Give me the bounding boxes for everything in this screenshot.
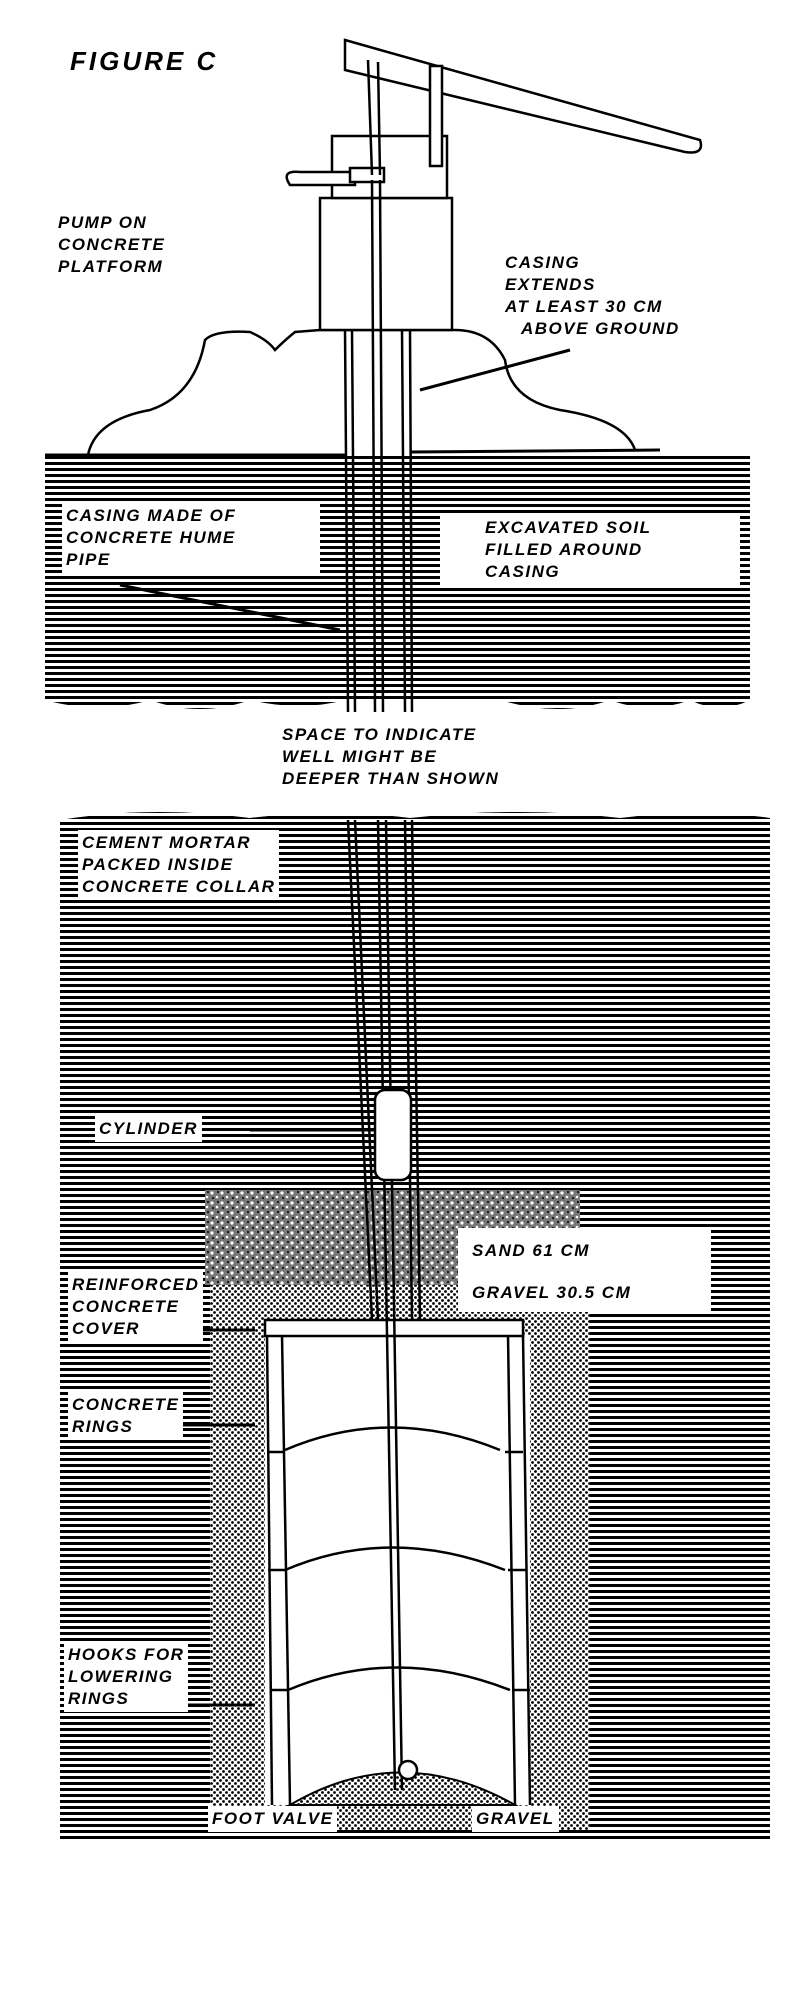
pump-cylinder: [373, 1088, 413, 1182]
label-line: PIPE: [66, 550, 111, 569]
label-line: ABOVE GROUND: [521, 319, 680, 338]
label-pump-platform: PUMP ON CONCRETE PLATFORM: [58, 212, 165, 278]
label-arrows: [119, 348, 571, 1707]
label-line: EXCAVATED SOIL: [485, 518, 652, 537]
label-line: CONCRETE HUME: [66, 528, 236, 547]
label-casing-made: CASING MADE OF CONCRETE HUME PIPE: [62, 503, 320, 573]
label-line: CONCRETE: [72, 1395, 180, 1414]
label-line: AT LEAST 30 CM: [505, 297, 663, 316]
label-line: CEMENT MORTAR: [82, 833, 252, 852]
label-line: REINFORCED: [72, 1275, 200, 1294]
figure-title: FIGURE C: [70, 46, 219, 76]
label-cylinder: CYLINDER: [95, 1116, 202, 1142]
label-line: PACKED INSIDE: [82, 855, 234, 874]
label-gravel-bottom: GRAVEL: [472, 1806, 559, 1832]
label-line: PUMP ON: [58, 213, 148, 232]
label-line: EXTENDS: [505, 275, 596, 294]
label-casing-extends: CASING EXTENDS AT LEAST 30 CM ABOVE GROU…: [505, 252, 680, 340]
label-line: RINGS: [68, 1689, 130, 1708]
label-line: DEEPER THAN SHOWN: [282, 769, 500, 788]
hand-pump: [285, 38, 703, 332]
casing-pipe: [343, 179, 422, 1791]
label-line: HOOKS FOR: [68, 1645, 185, 1664]
concrete-rings: [265, 1334, 532, 1806]
concrete-platform: [86, 328, 637, 456]
label-line: COVER: [72, 1319, 140, 1338]
label-hooks: HOOKS FOR LOWERING RINGS: [64, 1642, 189, 1712]
label-line: GRAVEL 30.5 CM: [472, 1283, 632, 1302]
label-line: SPACE TO INDICATE: [282, 725, 477, 744]
label-sand-gravel: SAND 61 CM GRAVEL 30.5 CM: [458, 1228, 711, 1312]
label-space-deeper: SPACE TO INDICATE WELL MIGHT BE DEEPER T…: [282, 724, 499, 790]
label-cement-mortar: CEMENT MORTAR PACKED INSIDE CONCRETE COL…: [78, 830, 280, 900]
label-excavated-soil: EXCAVATED SOIL FILLED AROUND CASING: [440, 515, 740, 585]
label-line: LOWERING: [68, 1667, 174, 1686]
label-line: CASING MADE OF: [66, 506, 237, 525]
label-line: PLATFORM: [58, 257, 164, 276]
label-line: RINGS: [72, 1417, 134, 1436]
label-line: CONCRETE: [72, 1297, 180, 1316]
label-concrete-rings: CONCRETE RINGS: [68, 1392, 184, 1440]
label-line: CASING: [505, 253, 581, 272]
label-line: FILLED AROUND: [485, 540, 643, 559]
label-foot-valve: FOOT VALVE: [208, 1806, 338, 1832]
label-reinforced-cover: REINFORCED CONCRETE COVER: [68, 1272, 204, 1342]
label-line: WELL MIGHT BE: [282, 747, 438, 766]
label-line: CONCRETE COLLAR: [82, 877, 276, 896]
foot-valve: [397, 1759, 419, 1781]
label-line: CONCRETE: [58, 235, 166, 254]
label-line: CASING: [485, 562, 561, 581]
label-line: SAND 61 CM: [472, 1241, 590, 1260]
